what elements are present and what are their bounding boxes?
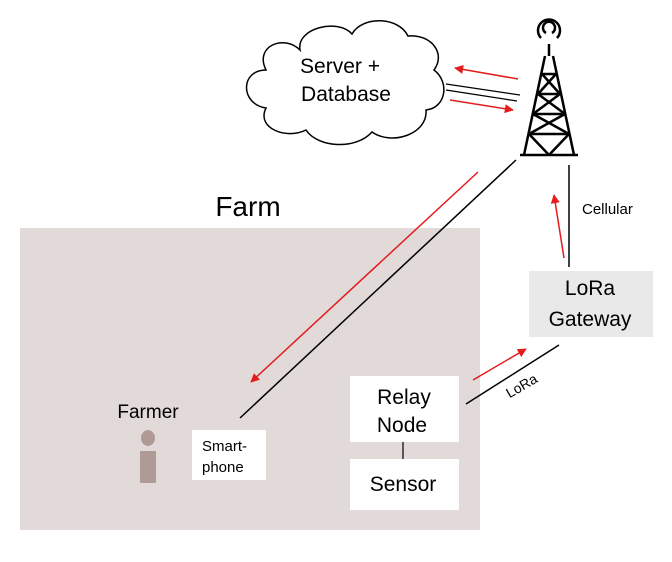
sensor-label: Sensor [370, 473, 437, 496]
arrow-tower-to-smartphone [250, 171, 479, 383]
farm-title: Farm [215, 191, 280, 222]
farmer-label: Farmer [117, 402, 179, 423]
cloud-tower-line-lower [445, 89, 518, 102]
lora-gateway-box [529, 271, 653, 337]
relay-label-line1: Relay [377, 386, 431, 409]
smartphone-label-line1: Smart- [202, 438, 247, 455]
cell-tower-icon [520, 18, 578, 157]
tower-smartphone-line [239, 159, 517, 419]
arrow-cloud-to-tower [449, 99, 514, 114]
sensor-box [350, 459, 459, 510]
cloud-label-line1: Server + [300, 55, 380, 78]
farmer-person-icon [140, 430, 156, 483]
arrow-relay-to-gateway [472, 348, 527, 381]
gateway-label-line1: LoRa [565, 277, 616, 300]
cloud-shape [245, 20, 445, 146]
server-database-cloud: Server + Database [245, 20, 445, 146]
smartphone-label-line2: phone [202, 459, 244, 476]
arrow-tower-to-cloud [454, 64, 519, 80]
gateway-label-line2: Gateway [549, 308, 632, 331]
cloud-label-line2: Database [301, 83, 391, 106]
relay-label-line2: Node [377, 414, 427, 437]
cellular-link-label: Cellular [582, 201, 633, 218]
smartphone-box [192, 430, 266, 480]
relay-gateway-line [465, 344, 560, 405]
relay-node-box [350, 376, 459, 442]
arrow-gateway-to-tower [550, 194, 565, 259]
cloud-tower-line-upper [445, 83, 521, 96]
lora-link-label: LoRa [503, 370, 540, 401]
